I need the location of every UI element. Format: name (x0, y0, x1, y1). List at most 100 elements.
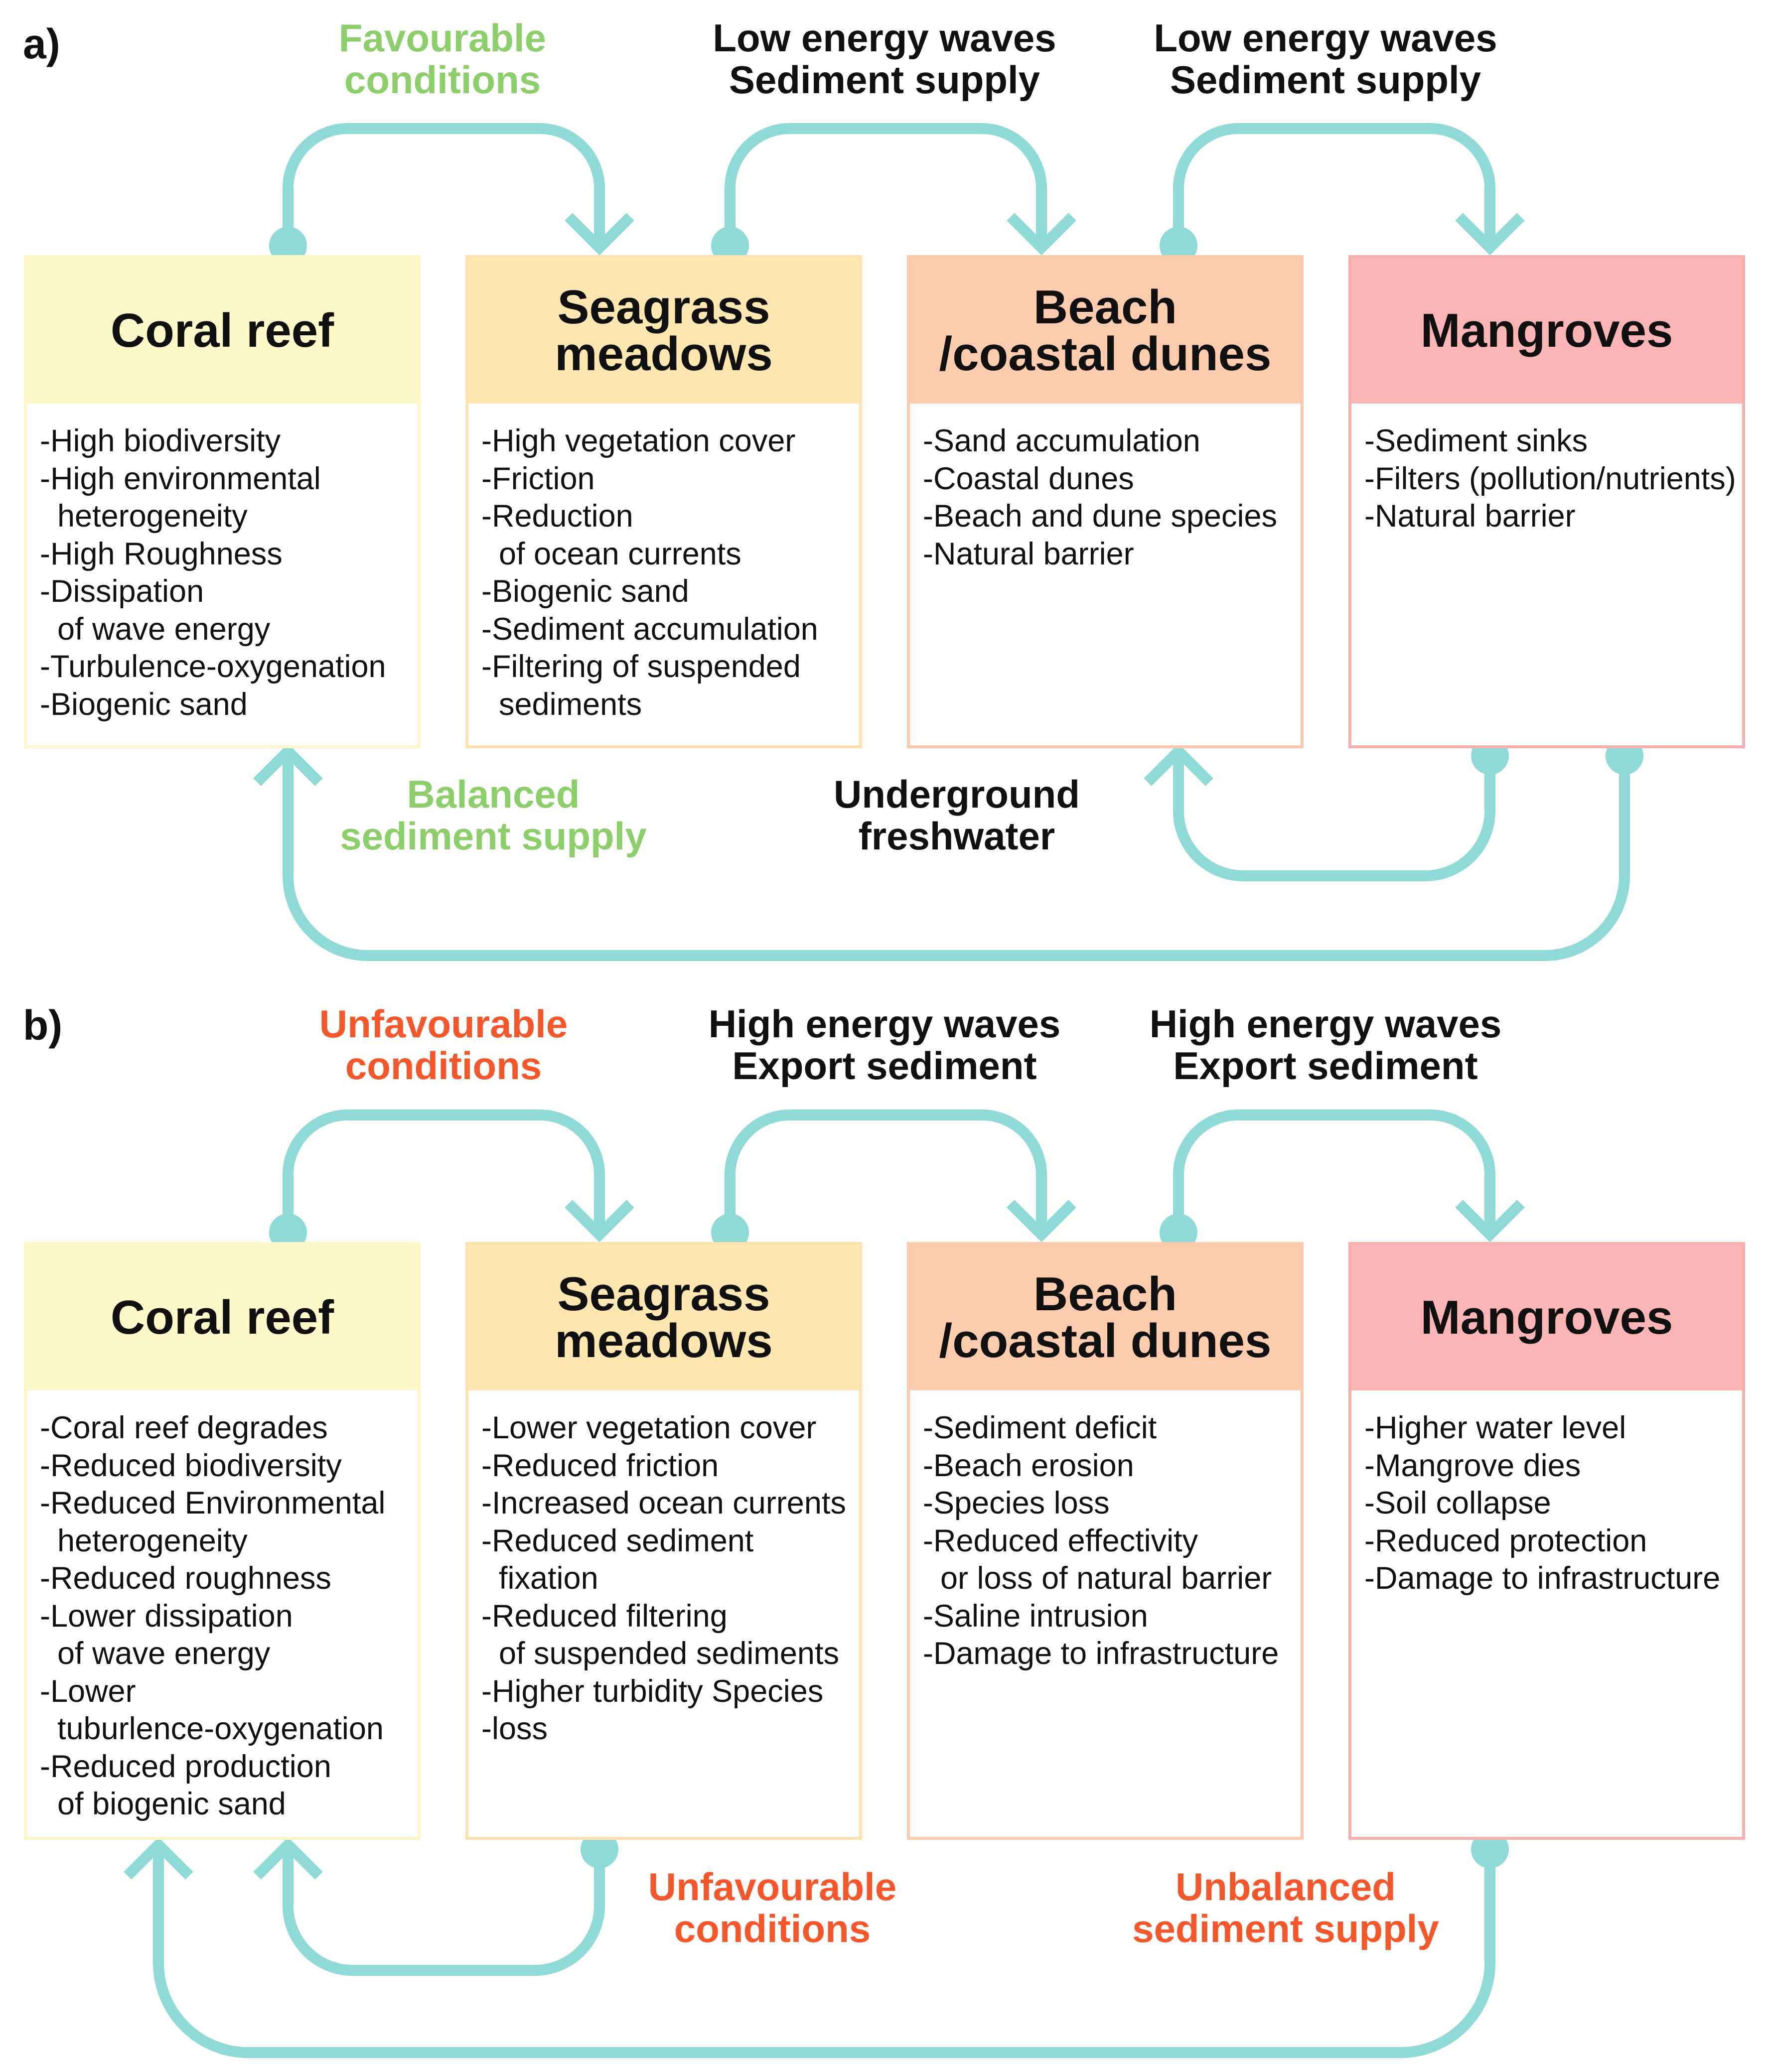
beach-box-a: Beach/coastal dunes -Sand accumulation -… (907, 255, 1304, 748)
list-item: -Reduced protection (1364, 1523, 1647, 1558)
seagrass-items: -Lower vegetation cover -Reduced frictio… (468, 1390, 859, 1748)
list-item: -Filters (pollution/nutrients) (1364, 461, 1736, 496)
arrow-head (1144, 743, 1213, 786)
list-item: -High biodiversity (40, 423, 281, 458)
coral-reef-items: -High biodiversity -High environmental h… (27, 404, 418, 723)
mangroves-box-b: Mangroves -Higher water level -Mangrove … (1348, 1242, 1745, 1840)
list-item: of wave energy (40, 1636, 271, 1671)
coral-reef-items: -Coral reef degrades -Reduced biodiversi… (27, 1390, 418, 1823)
list-item: -Beach erosion (923, 1448, 1134, 1483)
list-item: -Soil collapse (1364, 1486, 1551, 1520)
beach-title: Beach/coastal dunes (910, 1245, 1301, 1390)
beach-items: -Sediment deficit -Beach erosion -Specie… (910, 1390, 1301, 1673)
arrow-beach-to-mangroves-b (1160, 1109, 1525, 1251)
connector-start-dot (581, 1830, 618, 1868)
list-item: -Species loss (923, 1486, 1110, 1520)
list-item: -High Roughness (40, 536, 283, 571)
list-item: -Reduced production (40, 1749, 331, 1784)
arrow-seagrass-to-beach-a (711, 123, 1076, 265)
coral-reef-box-b: Coral reef -Coral reef degrades -Reduced… (24, 1242, 421, 1840)
list-item: -Dissipation (40, 574, 204, 609)
arrow-coral-to-seagrass-b (269, 1109, 634, 1251)
list-item: -Lower (40, 1673, 136, 1709)
connector-line (153, 1849, 1495, 2058)
connector-line (1173, 756, 1495, 881)
list-item: -loss (481, 1711, 548, 1746)
arrow-head (1007, 1200, 1076, 1243)
list-item: -Higher water level (1364, 1410, 1626, 1445)
list-item: -Beach and dune species (923, 499, 1277, 534)
list-item: -High vegetation cover (481, 423, 796, 458)
list-item: -Damage to infrastructure (923, 1636, 1279, 1671)
list-item: -Mangrove dies (1364, 1448, 1581, 1483)
list-item: of ocean currents (481, 536, 741, 571)
mangroves-box-a: Mangroves -Sediment sinks -Filters (poll… (1348, 255, 1745, 748)
mangroves-title: Mangroves (1351, 1245, 1742, 1390)
arrow-head (124, 1837, 193, 1880)
connector-line (1173, 123, 1495, 246)
list-item: of biogenic sand (40, 1787, 286, 1821)
list-item: -Higher turbidity Species (481, 1673, 824, 1709)
list-item: -Sediment accumulation (481, 611, 818, 647)
list-item: -Filtering of suspended (481, 649, 801, 684)
list-item: -Reduced Environmental (40, 1486, 386, 1520)
list-item: -Coral reef degrades (40, 1410, 328, 1445)
connector-line (283, 1849, 605, 1976)
list-item: sediments (481, 687, 642, 722)
list-item: or loss of natural barrier (923, 1561, 1272, 1596)
arrow-head (565, 213, 634, 256)
list-item: -Biogenic sand (40, 687, 248, 722)
coral-reef-title: Coral reef (27, 258, 418, 404)
list-item: -Reduced friction (481, 1448, 719, 1483)
list-item: tuburlence-oxygenation (40, 1711, 384, 1746)
list-item: -Damage to infrastructure (1364, 1561, 1721, 1596)
connector-line (283, 123, 605, 246)
mangroves-items: -Sediment sinks -Filters (pollution/nutr… (1351, 404, 1742, 536)
arrow-seagrass-to-coral-b (253, 1830, 618, 1976)
connector-line (1173, 1109, 1495, 1233)
connector-line (283, 1109, 605, 1233)
arrow-coral-to-seagrass-a (269, 123, 634, 265)
connector-line (725, 1109, 1047, 1233)
list-item: -Lower dissipation (40, 1598, 293, 1634)
list-item: heterogeneity (40, 499, 248, 534)
panel-b-label: b) (23, 1002, 63, 1049)
arrow-mangroves-to-coral-b (124, 1830, 1509, 2058)
list-item: -Reduced sediment (481, 1523, 754, 1558)
list-item: -Reduced roughness (40, 1561, 331, 1596)
connector-line (283, 756, 1630, 961)
list-item: -Reduced filtering (481, 1598, 728, 1634)
connector-line (725, 123, 1047, 246)
list-item: of wave energy (40, 611, 271, 647)
list-item: -Natural barrier (1364, 499, 1576, 534)
list-item: -Saline intrusion (923, 1598, 1148, 1634)
connector-start-dot (1471, 1830, 1509, 1868)
mangroves-title: Mangroves (1351, 258, 1742, 404)
list-item: -Reduced effectivity (923, 1523, 1198, 1558)
arrow-head (253, 743, 323, 786)
coral-reef-box-a: Coral reef -High biodiversity -High envi… (24, 255, 421, 748)
list-item: -Biogenic sand (481, 574, 689, 609)
list-item: -Natural barrier (923, 536, 1134, 571)
coral-reef-title: Coral reef (27, 1245, 418, 1390)
beach-title: Beach/coastal dunes (910, 258, 1301, 404)
arrow-head (1455, 1200, 1525, 1243)
list-item: -Turbulence-oxygenation (40, 649, 386, 684)
list-item: -Coastal dunes (923, 461, 1134, 496)
panel-a-label: a) (23, 20, 60, 67)
list-item: -Reduction (481, 499, 633, 534)
list-item: -Reduced biodiversity (40, 1448, 342, 1483)
